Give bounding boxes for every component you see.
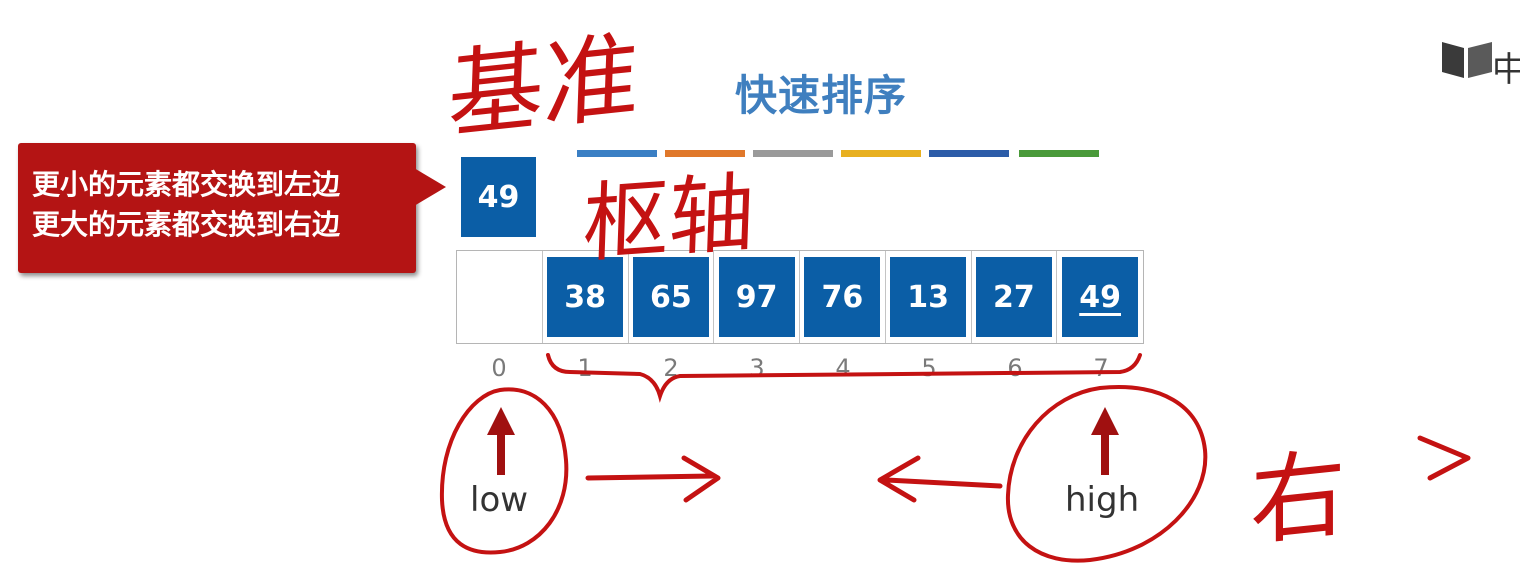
array-element: 38: [547, 257, 624, 337]
handwritten-circle-high: [1005, 385, 1208, 563]
array-element: 76: [804, 257, 881, 337]
handwritten-brace: [546, 353, 1142, 403]
color-bar-3: [753, 150, 833, 157]
array-element: 13: [890, 257, 967, 337]
color-bar-6: [1019, 150, 1099, 157]
handwritten-arrow-right: [585, 455, 721, 503]
handwritten-circle-low: [439, 387, 569, 555]
array-strip: 38 65 97 76 13 27 49: [456, 250, 1144, 344]
index-label: 6: [1007, 354, 1023, 382]
color-bar-5: [929, 150, 1009, 157]
index-label: 1: [577, 354, 593, 382]
callout-pointer: [414, 168, 446, 206]
index-label: 7: [1093, 354, 1109, 382]
array-cell-4: 76: [800, 251, 886, 343]
array-element: 65: [632, 257, 709, 337]
handwritten-chevron: [1417, 435, 1471, 481]
array-cell-0: [457, 251, 543, 343]
array-cell-5: 13: [886, 251, 972, 343]
color-bar-1: [577, 150, 657, 157]
callout-line-2: 更大的元素都交换到右边: [32, 208, 341, 241]
array-cell-6: 27: [972, 251, 1058, 343]
high-label: high: [1065, 480, 1140, 520]
color-bar-2: [665, 150, 745, 157]
callout-box: 更小的元素都交换到左边 更大的元素都交换到右边: [18, 143, 416, 273]
pivot-box: 49: [461, 157, 536, 237]
array-element: 97: [718, 257, 795, 337]
low-label: low: [470, 480, 529, 520]
high-pointer-arrow: [1091, 407, 1119, 475]
watermark-logo: 中: [1440, 38, 1520, 90]
handwritten-arrow-left: [877, 455, 1003, 503]
array-cell-7: 49: [1057, 251, 1143, 343]
array-cell-3: 97: [714, 251, 800, 343]
low-pointer-arrow: [487, 407, 515, 475]
index-label: 2: [663, 354, 679, 382]
array-cell-2: 65: [629, 251, 715, 343]
index-label: 0: [491, 354, 507, 382]
array-cell-1: 38: [543, 251, 629, 343]
color-bar-4: [841, 150, 921, 157]
array-element: 27: [975, 257, 1052, 337]
callout-line-1: 更小的元素都交换到左边: [32, 168, 341, 201]
logo-glyph: 中: [1492, 50, 1520, 90]
slide-title: 快速排序: [735, 71, 908, 120]
array-element-underlined: 49: [1062, 257, 1139, 337]
array-element-value: 49: [1079, 279, 1121, 315]
book-icon: [1442, 42, 1492, 78]
